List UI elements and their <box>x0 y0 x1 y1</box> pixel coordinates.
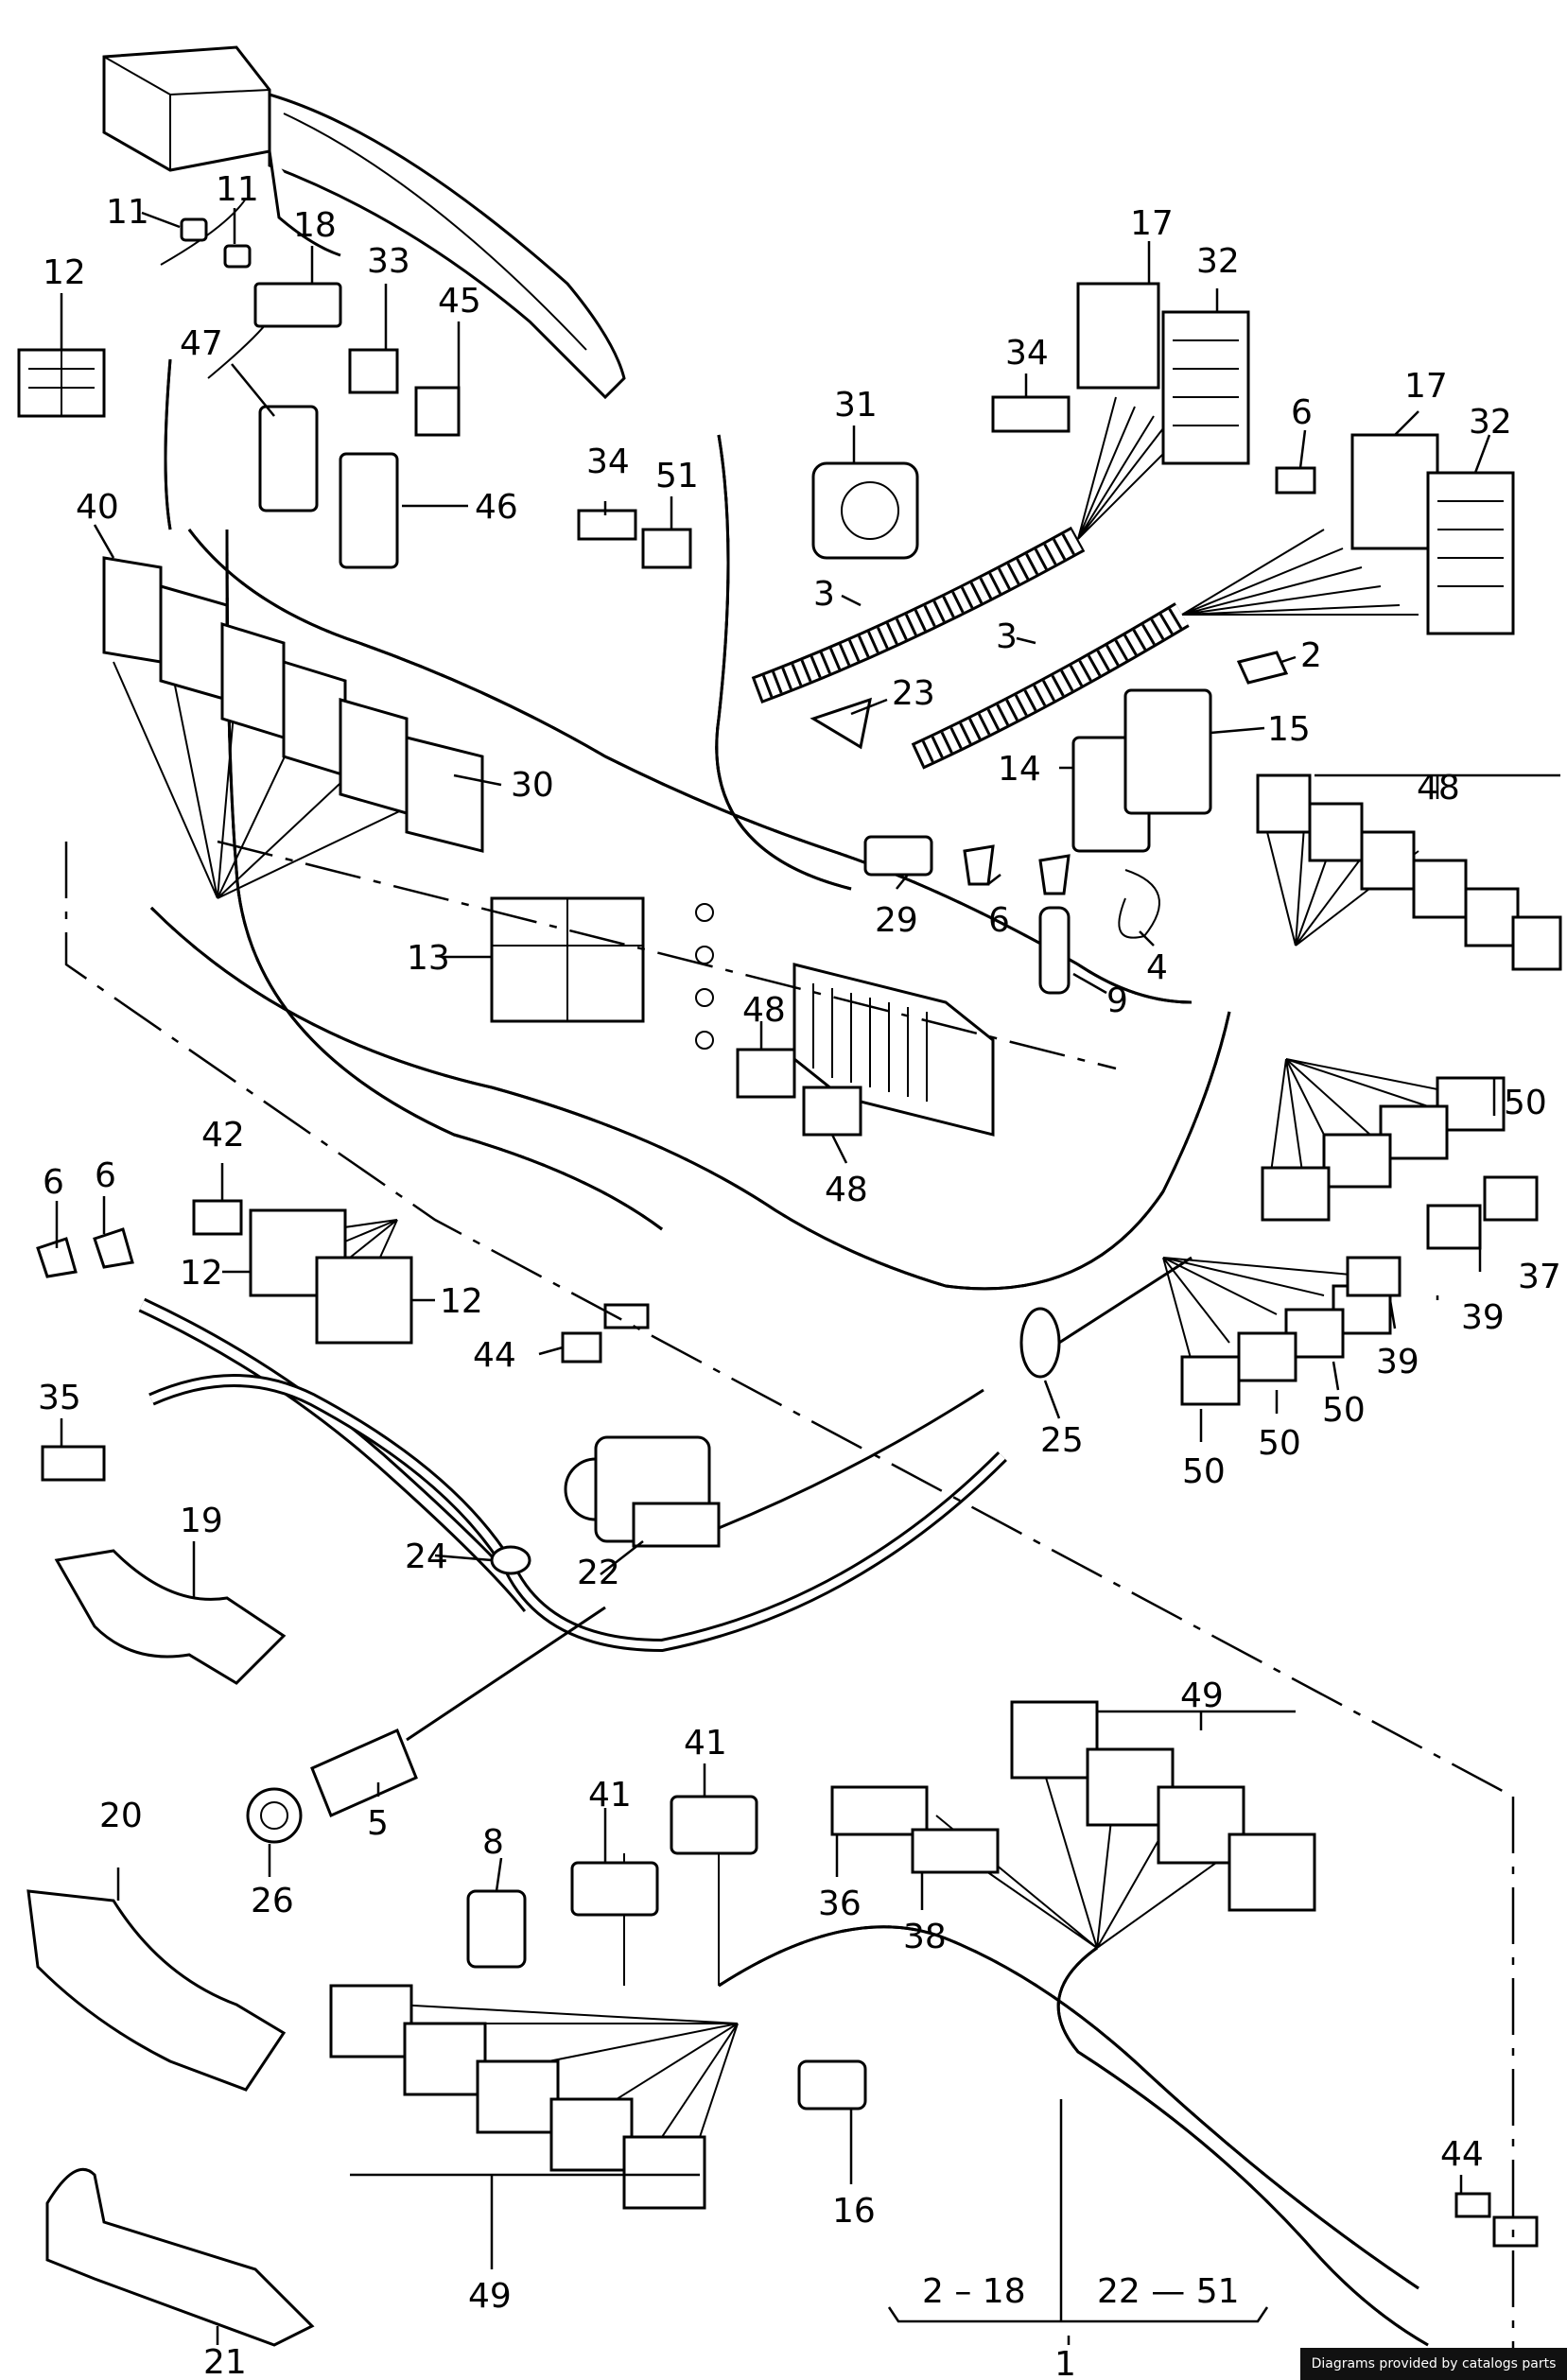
label-50: 50 <box>1182 1452 1226 1491</box>
label-14: 14 <box>998 750 1041 789</box>
label-38: 38 <box>903 1918 947 1956</box>
label-46: 46 <box>475 488 518 527</box>
label-39: 39 <box>1376 1343 1419 1381</box>
label-26: 26 <box>251 1882 294 1920</box>
label-20: 20 <box>99 1797 143 1835</box>
label-5: 5 <box>367 1804 389 1843</box>
label-32: 32 <box>1196 242 1240 281</box>
label-18: 18 <box>293 206 337 245</box>
label-36: 36 <box>818 1885 862 1923</box>
label-2: 2 <box>1300 636 1322 675</box>
label-51: 51 <box>655 457 699 495</box>
connector-row-49-top <box>1010 1700 1316 1912</box>
label-22-51-range: 22 — 51 <box>1097 2272 1240 2311</box>
label-32: 32 <box>1469 403 1512 442</box>
label-3: 3 <box>996 617 1018 656</box>
label-21: 21 <box>203 2343 247 2380</box>
relay-row-40 <box>102 556 484 853</box>
label-3: 3 <box>813 575 835 614</box>
label-44: 44 <box>473 1336 516 1375</box>
label-6: 6 <box>988 901 1010 940</box>
label-19: 19 <box>180 1502 223 1540</box>
label-4: 4 <box>1146 948 1168 987</box>
lower-harness <box>718 1925 1429 2347</box>
connector-group-50 <box>1180 1076 1506 1406</box>
label-13: 13 <box>407 939 450 978</box>
label-24: 24 <box>405 1537 448 1576</box>
label-31: 31 <box>834 386 878 425</box>
label-22: 22 <box>577 1554 620 1592</box>
label-17: 17 <box>1130 204 1174 243</box>
label-50: 50 <box>1322 1391 1366 1430</box>
callout-labels: 11 11 12 18 33 45 47 46 40 30 34 51 31 3… <box>38 170 1561 2380</box>
label-8: 8 <box>482 1823 504 1862</box>
label-39: 39 <box>1461 1298 1505 1337</box>
label-49: 49 <box>1180 1676 1224 1715</box>
label-42: 42 <box>201 1116 245 1155</box>
label-34: 34 <box>1005 334 1049 373</box>
label-49: 49 <box>468 2277 512 2316</box>
boundary-lines <box>64 840 1515 2364</box>
label-15: 15 <box>1267 710 1311 749</box>
label-37: 37 <box>1518 1258 1561 1296</box>
fan-out-wires <box>113 198 1476 2195</box>
label-6: 6 <box>95 1156 116 1195</box>
credit-banner: Diagrams provided by catalogs parts <box>1300 2348 1567 2380</box>
label-48: 48 <box>742 991 786 1030</box>
label-11: 11 <box>106 193 149 232</box>
label-48: 48 <box>1417 769 1460 808</box>
label-35: 35 <box>38 1379 81 1417</box>
connector-row-49-bottom <box>329 1984 706 2210</box>
dashboard-panel <box>102 45 626 400</box>
label-12: 12 <box>180 1254 223 1293</box>
main-harness <box>149 358 1231 1291</box>
label-48: 48 <box>825 1171 868 1209</box>
label-50: 50 <box>1504 1084 1547 1122</box>
label-41: 41 <box>588 1776 632 1815</box>
leader-lines <box>55 208 1560 2345</box>
label-6: 6 <box>1291 393 1313 432</box>
components <box>17 217 1562 2347</box>
label-16: 16 <box>832 2192 876 2231</box>
label-40: 40 <box>76 488 119 527</box>
label-1: 1 <box>1054 2345 1076 2380</box>
label-12: 12 <box>440 1282 483 1321</box>
label-9: 9 <box>1106 982 1128 1020</box>
label-30: 30 <box>511 766 554 805</box>
label-50: 50 <box>1258 1424 1301 1463</box>
label-25: 25 <box>1040 1421 1084 1460</box>
label-11: 11 <box>216 170 259 209</box>
label-34: 34 <box>586 443 630 481</box>
label-2-18-range: 2 – 18 <box>922 2272 1026 2311</box>
label-44: 44 <box>1440 2135 1484 2174</box>
label-23: 23 <box>892 674 935 713</box>
label-41: 41 <box>684 1724 727 1763</box>
label-29: 29 <box>875 901 918 940</box>
label-17: 17 <box>1404 367 1448 406</box>
braided-harness <box>751 526 1190 770</box>
label-47: 47 <box>180 324 223 363</box>
label-33: 33 <box>367 242 410 281</box>
label-6: 6 <box>43 1163 64 1202</box>
connector-row-48 <box>1256 773 1562 971</box>
label-12: 12 <box>43 253 86 292</box>
label-45: 45 <box>438 282 481 321</box>
